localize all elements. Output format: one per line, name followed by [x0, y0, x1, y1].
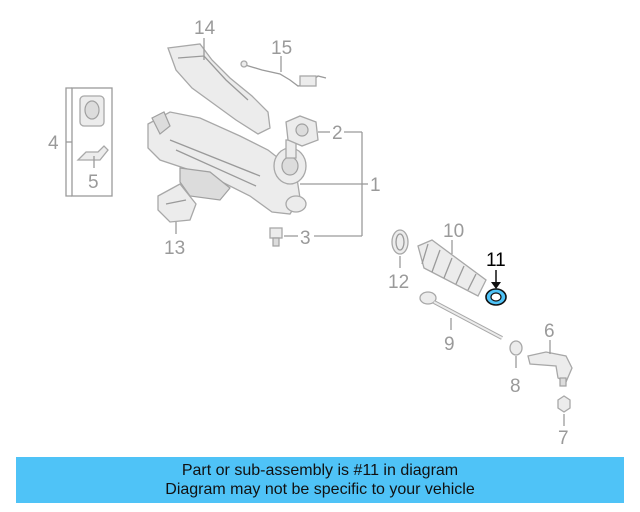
- callout-15: 15: [271, 38, 292, 59]
- banner-line-2: Diagram may not be specific to your vehi…: [165, 481, 475, 498]
- callout-13: 13: [164, 238, 185, 259]
- part-6-tie-rod-end[interactable]: [527, 351, 573, 387]
- part-12-clamp[interactable]: [391, 229, 409, 255]
- arrow-11: [491, 282, 501, 289]
- callout-1: 1: [370, 175, 381, 196]
- callout-9: 9: [444, 334, 455, 355]
- part-11-boot-clamp[interactable]: [485, 288, 507, 306]
- part-4-bushing[interactable]: [79, 95, 105, 127]
- callout-8: 8: [510, 376, 521, 397]
- box-4-5: [71, 87, 113, 197]
- info-banner: Part or sub-assembly is #11 in diagram D…: [16, 457, 624, 503]
- part-1-steering-rack[interactable]: [147, 111, 307, 215]
- callout-14: 14: [194, 18, 216, 39]
- callout-4: 4: [48, 133, 59, 154]
- part-13-heat-shield[interactable]: [157, 183, 197, 223]
- part-8-nut[interactable]: [509, 340, 523, 356]
- part-2-mount[interactable]: [285, 115, 319, 147]
- banner-line-1: Part or sub-assembly is #11 in diagram: [181, 462, 459, 479]
- callout-7: 7: [558, 428, 569, 449]
- part-14-shield[interactable]: [167, 43, 271, 135]
- callout-10: 10: [443, 221, 464, 242]
- part-5-clamp[interactable]: [76, 145, 109, 161]
- part-7-nut[interactable]: [557, 395, 571, 413]
- part-3-bolt[interactable]: [269, 227, 283, 247]
- part-9-tie-rod[interactable]: [419, 291, 503, 340]
- callout-6: 6: [544, 321, 555, 342]
- callout-11: 11: [486, 250, 506, 271]
- callout-12: 12: [388, 272, 409, 293]
- part-15-sensor[interactable]: [240, 60, 327, 87]
- callout-3: 3: [300, 228, 311, 249]
- part-10-boot[interactable]: [417, 239, 487, 297]
- callout-5: 5: [88, 172, 99, 193]
- callout-2: 2: [332, 123, 343, 144]
